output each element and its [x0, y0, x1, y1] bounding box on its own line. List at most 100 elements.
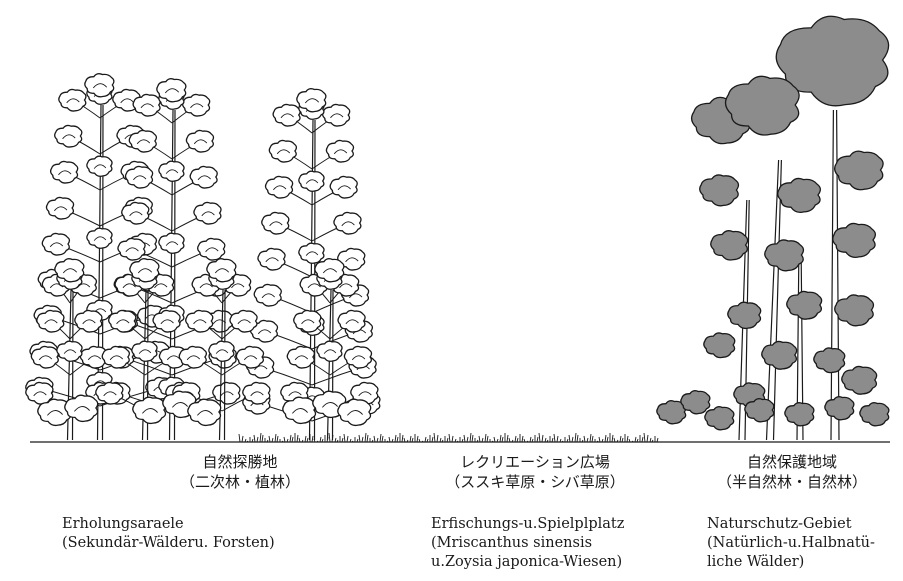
grass-tuft — [389, 437, 393, 442]
canopy-crown — [700, 175, 739, 206]
grass-tuft — [575, 433, 578, 442]
zone-nature-reserve-jp-title: 自然保護地域 — [692, 452, 892, 472]
grass-tuft — [434, 433, 438, 442]
leaf-cluster — [190, 166, 217, 188]
leaf-cluster — [287, 346, 314, 368]
zone-recreation-area-jp-subtitle: （二次林・植林） — [150, 472, 330, 492]
grass-tuft — [380, 434, 383, 442]
canopy-crown — [765, 240, 804, 271]
grass-tuft — [355, 437, 358, 442]
leaf-cluster — [102, 346, 129, 368]
grass-tuft — [340, 436, 343, 442]
grass-tuft — [605, 435, 608, 442]
leaf-cluster — [31, 346, 58, 368]
grass-tuft — [515, 436, 518, 442]
grass-tuft — [494, 437, 498, 442]
leaf-cluster — [323, 104, 350, 126]
de-line: liche Wälder) — [707, 553, 875, 572]
grass-tuft — [415, 434, 418, 442]
tree-trunk — [767, 160, 782, 440]
leaf-cluster — [213, 382, 240, 404]
grass-tuft — [644, 433, 648, 442]
zone-nature-reserve-jp-subtitle: （半自然林・自然林） — [692, 472, 892, 492]
grass-tuft — [250, 437, 253, 442]
grass-tuft — [239, 434, 243, 442]
grass-tuft — [610, 433, 613, 442]
leaf-cluster — [51, 161, 78, 183]
undergrowth-shrub — [785, 403, 814, 426]
grass-tuft — [550, 436, 553, 442]
zone-playground-de-caption: Erfischungs-u.Spielplplatz (Mriscanthus … — [431, 515, 624, 572]
grass-tuft — [479, 436, 483, 442]
grass-tuft — [425, 437, 428, 442]
zone-recreation-area-jp-title: 自然探勝地 — [150, 452, 330, 472]
canopy-crown — [728, 302, 761, 328]
grass-tuft — [460, 437, 463, 442]
zone-recreation-area-de-caption: Erholungsaraele (Sekundär-Wälderu. Forst… — [62, 515, 275, 553]
grass-tuft — [269, 436, 273, 442]
leaf-cluster — [87, 228, 112, 248]
natural-forest-trees — [657, 16, 889, 440]
undergrowth-shrub — [745, 399, 774, 422]
canopy-crown — [762, 341, 797, 369]
zone-nature-reserve: 自然保護地域 （半自然林・自然林） — [692, 452, 892, 492]
leaf-cluster — [194, 202, 221, 224]
grass-tuft — [584, 436, 588, 442]
leaf-cluster — [87, 156, 112, 176]
zone-recreation-area: 自然探勝地 （二次林・植林） — [150, 452, 330, 492]
canopy-crown — [814, 348, 845, 373]
canopy-crown — [835, 295, 874, 326]
grass-tuft — [620, 436, 623, 442]
grass-tuft — [260, 433, 263, 442]
canopy-crown — [778, 178, 821, 212]
leaf-cluster — [299, 171, 324, 191]
shrub — [133, 397, 166, 423]
leaf-cluster — [273, 104, 300, 126]
grass-tuft — [445, 436, 448, 442]
leaf-cluster — [330, 176, 357, 198]
leaf-cluster — [55, 125, 82, 147]
leaf-cluster — [299, 243, 324, 263]
de-line: Erholungsaraele — [62, 515, 275, 534]
secondary-forest-trees — [26, 74, 380, 440]
grass-tuft — [640, 435, 643, 442]
zone-nature-reserve-de-caption: Naturschutz-Gebiet (Natürlich-u.Halbnatü… — [707, 515, 875, 572]
undergrowth-shrub — [705, 407, 734, 430]
zone-playground-jp-title: レクリエーション広場 — [420, 452, 650, 472]
grass-tuft — [410, 436, 413, 442]
grass-tuft — [290, 435, 293, 442]
grass-tuft — [430, 435, 433, 442]
leaf-cluster — [344, 346, 371, 368]
grass-tuft — [365, 433, 368, 442]
canopy-crown — [842, 366, 877, 394]
de-line: (Mriscanthus sinensis — [431, 534, 624, 553]
zone-playground-jp-subtitle: （ススキ草原・シバ草原） — [420, 472, 650, 492]
leaf-cluster — [125, 166, 152, 188]
grass-tuft — [505, 433, 508, 442]
grass-tuft — [344, 434, 348, 442]
grass-tuft — [520, 434, 523, 442]
grass-tuft — [295, 433, 298, 442]
de-line: (Sekundär-Wälderu. Forsten) — [62, 534, 275, 553]
grass-tuft — [500, 435, 503, 442]
grass-tuft — [374, 436, 378, 442]
leaf-cluster — [37, 310, 64, 332]
shrub — [283, 397, 316, 423]
leaf-cluster — [159, 233, 184, 253]
leaf-cluster — [317, 341, 342, 361]
grass-tuft — [310, 434, 313, 442]
leaf-cluster — [129, 130, 156, 152]
leaf-cluster — [159, 161, 184, 181]
leaf-cluster — [326, 140, 353, 162]
grass-tuft — [635, 437, 638, 442]
grass-tuft — [599, 437, 603, 442]
grass-tuft — [530, 437, 533, 442]
leaf-cluster — [254, 284, 281, 306]
de-line: (Natürlich-u.Halbnatü- — [707, 534, 875, 553]
grass-tuft — [275, 434, 278, 442]
leaf-cluster — [75, 310, 102, 332]
grass-tuft — [464, 435, 468, 442]
de-line: Erfischungs-u.Spielplplatz — [431, 515, 624, 534]
leaf-cluster — [59, 89, 86, 111]
leaf-cluster — [186, 130, 213, 152]
